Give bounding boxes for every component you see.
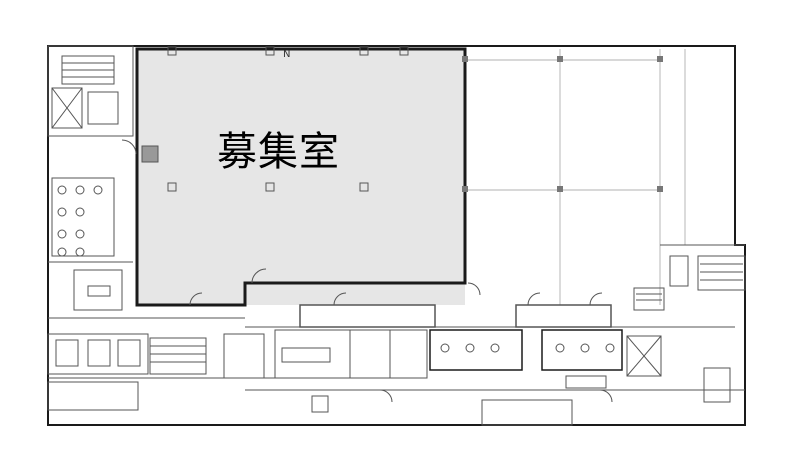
recruit-room-columns	[141, 46, 409, 192]
bottom-left-block	[47, 333, 280, 411]
central-block	[245, 304, 745, 426]
recruit-room-label: 募集室	[217, 129, 340, 175]
right-core	[633, 244, 746, 403]
right-office-columns	[462, 56, 663, 192]
north-marker: N	[283, 49, 290, 60]
recruit-room-outline	[135, 47, 467, 307]
right-office-grid	[465, 49, 686, 305]
door-swings	[121, 139, 613, 403]
recruit-room-area	[137, 49, 465, 305]
left-service-core	[47, 45, 245, 319]
